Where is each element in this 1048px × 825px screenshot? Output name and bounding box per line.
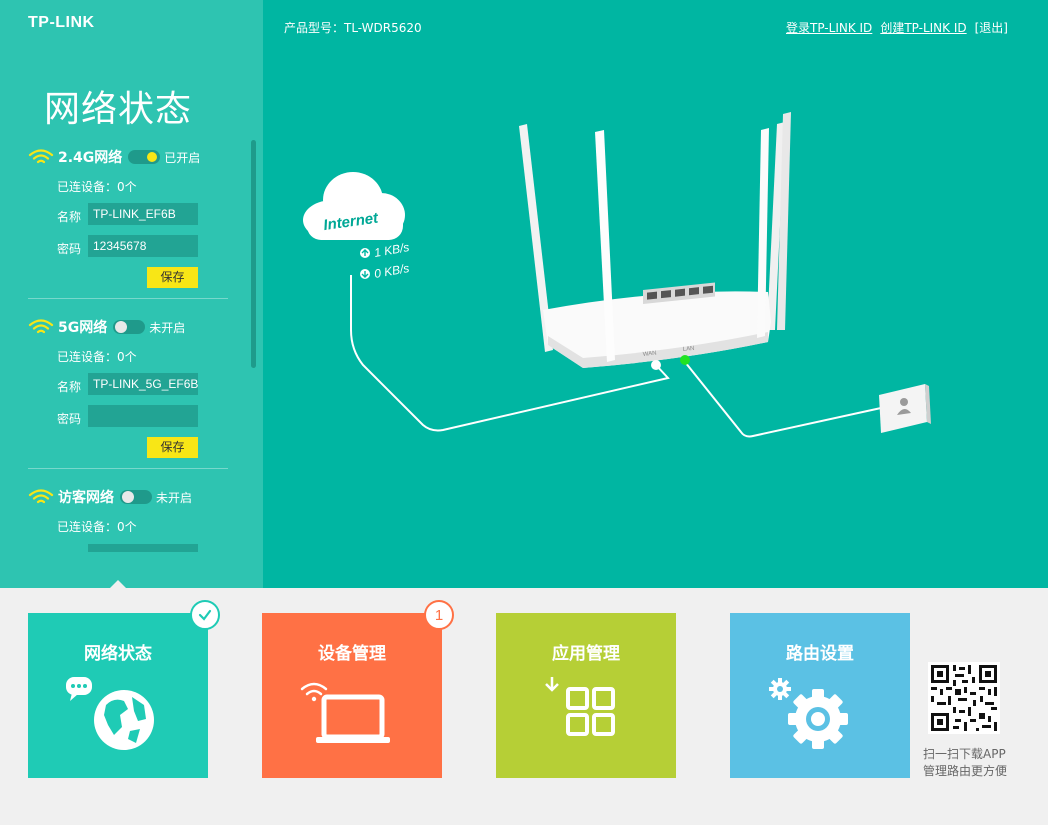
wifi-24g-toggle[interactable] [128,150,161,164]
wifi-24g-pwd-label: 密码 [57,242,82,256]
client-device-icon [879,384,931,433]
page-title: 网络状态 [44,89,193,130]
guest-wifi-header: 访客网络 未开启 [28,485,192,509]
wifi-24g-name-label: 名称 [57,210,82,224]
tile-app-management[interactable]: 应用管理 [496,613,676,778]
wifi-5g-section: 5G网络 未开启 已连设备：0个 名称 TP-LINK_5G_EF6B 密码 保… [0,315,250,475]
sidebar-scrollbar[interactable] [251,140,256,368]
wifi-24g-header: 2.4G网络 已开启 [28,145,200,169]
internet-cloud-icon [303,172,405,240]
wifi-5g-pwd-label: 密码 [57,412,82,426]
guest-wifi-section: 访客网络 未开启 已连设备：0个 [0,485,250,588]
tile-app-management-title: 应用管理 [552,644,620,664]
notification-badge: 1 [424,600,454,630]
app-download-text: 扫一扫下载APP 管理路由更方便 [923,746,1023,780]
divider [28,468,228,469]
product-model: 产品型号：TL-WDR5620 [284,21,422,35]
wifi-24g-devices: 已连设备：0个 [57,180,137,194]
wifi-5g-state: 未开启 [149,320,186,335]
toggle-knob [122,491,134,503]
guest-wifi-state: 未开启 [156,490,193,505]
gear-icon [769,678,848,749]
guest-wifi-ssid-input[interactable] [88,544,198,552]
wifi-24g-password-input[interactable]: 12345678 [88,235,198,257]
wifi-5g-toggle[interactable] [113,320,146,334]
lan-port-label: LAN [683,346,695,353]
wifi-24g-ssid-input[interactable]: TP-LINK_EF6B [88,203,198,225]
tile-device-management[interactable]: 设备管理 1 [262,600,454,778]
toggle-knob [147,152,158,162]
wifi-24g-save-button[interactable]: 保存 [147,267,198,288]
wifi-5g-name-label: 名称 [57,380,82,394]
active-tile-pointer [108,580,128,590]
lan-port-dot [680,355,690,365]
guest-wifi-devices: 已连设备：0个 [57,520,137,534]
apps-grid-icon [545,677,615,736]
check-badge-icon [190,600,220,630]
create-tplink-id-link[interactable]: 创建TP-LINK ID [880,21,967,35]
top-panel: TP-LINK 网络状态 2.4G网络 已开启 已连设备：0个 名称 TP-LI… [0,0,1048,588]
tile-network-status-title: 网络状态 [84,644,152,664]
divider [28,298,228,299]
globe-icon [66,677,154,750]
guest-wifi-name: 访客网络 [58,490,114,506]
wan-port-dot [651,360,661,370]
check-icon [198,609,212,621]
tile-router-settings-title: 路由设置 [786,644,854,664]
account-links: 登录TP-LINK ID 创建TP-LINK ID [退出] [778,19,1008,36]
sidebar: TP-LINK 网络状态 2.4G网络 已开启 已连设备：0个 名称 TP-LI… [0,0,263,588]
upload-speed: 1 KB/s [373,240,410,260]
wifi-5g-devices: 已连设备：0个 [57,350,137,364]
wifi-5g-name: 5G网络 [58,320,108,336]
guest-wifi-toggle[interactable] [120,490,152,504]
download-icon [360,269,370,279]
tile-router-settings[interactable]: 路由设置 [730,613,910,778]
router-image [519,112,791,368]
tile-network-status[interactable]: 网络状态 [28,600,220,778]
wifi-5g-ssid-input[interactable]: TP-LINK_5G_EF6B [88,373,198,395]
wifi-5g-header: 5G网络 未开启 [28,315,185,339]
wifi-24g-name: 2.4G网络 [58,150,123,166]
notification-count: 1 [434,606,444,624]
wifi-icon [28,319,54,334]
wifi-icon [28,489,54,504]
upload-icon [360,248,370,258]
toggle-knob [115,321,128,333]
wifi-5g-save-button[interactable]: 保存 [147,437,198,458]
wifi-5g-password-input[interactable] [88,405,198,427]
tile-device-management-title: 设备管理 [318,644,386,664]
login-tplink-id-link[interactable]: 登录TP-LINK ID [786,21,873,35]
network-diagram: Internet 1 KB/s 0 KB/s [303,112,931,438]
app-qr-code [928,662,1000,734]
wan-port-label: WAN [643,351,657,358]
app-download-line1: 扫一扫下载APP [923,747,1006,761]
wifi-24g-section: 2.4G网络 已开启 已连设备：0个 名称 TP-LINK_EF6B 密码 12… [0,145,250,305]
wifi-24g-state: 已开启 [164,150,201,165]
laptop-icon [300,682,390,743]
app-download-line2: 管理路由更方便 [923,764,1008,778]
tp-link-logo: TP-LINK [28,14,95,31]
wifi-icon [28,149,54,164]
download-speed: 0 KB/s [373,261,410,281]
logout-link[interactable]: [退出] [974,21,1008,35]
